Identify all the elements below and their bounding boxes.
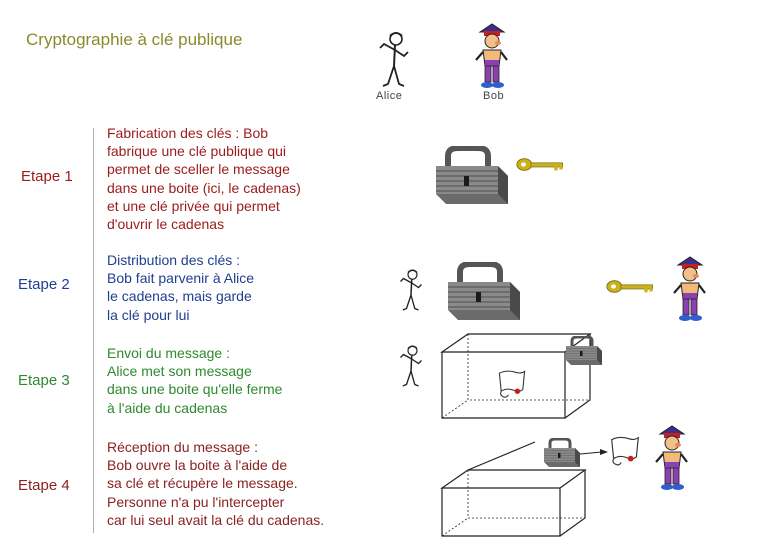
alice-figure-header (374, 30, 414, 90)
stage-3-text: Envoi du message : Alice met son message… (107, 345, 283, 416)
padlock-stage-1 (428, 146, 512, 206)
stage-1-text: Fabrication des clés : Bob fabrique une … (107, 125, 301, 233)
stage-2-text: Distribution des clés : Bob fait parveni… (107, 252, 255, 323)
diagram-title: Cryptographie à clé publique (26, 30, 243, 49)
letter-stage-4 (606, 432, 644, 470)
bob-label: Bob (483, 90, 505, 102)
stage-4-text: Réception du message : Bob ouvre la boit… (107, 439, 325, 528)
stage-2-label: Etape 2 (18, 276, 70, 293)
padlock-stage-4 (540, 438, 582, 468)
key-stage-1 (516, 156, 566, 173)
alice-label: Alice (376, 90, 403, 102)
bob-figure-stage-4 (650, 424, 694, 494)
stage-4-label: Etape 4 (18, 477, 70, 494)
stage-1-label: Etape 1 (21, 168, 73, 185)
box-stage-3 (440, 333, 592, 419)
letter-stage-3 (494, 366, 530, 402)
alice-figure-stage-2 (396, 268, 426, 313)
bob-figure-header (470, 22, 514, 92)
alice-figure-stage-3 (396, 344, 426, 389)
arrow-stage-4 (579, 449, 608, 455)
padlock-stage-2 (440, 262, 524, 322)
bob-figure-stage-2 (668, 255, 712, 325)
open-box-stage-4 (440, 441, 587, 537)
stage-3-label: Etape 3 (18, 372, 70, 389)
stage-separator-line (93, 128, 94, 533)
padlock-stage-3 (562, 336, 604, 366)
key-stage-2 (606, 278, 656, 295)
